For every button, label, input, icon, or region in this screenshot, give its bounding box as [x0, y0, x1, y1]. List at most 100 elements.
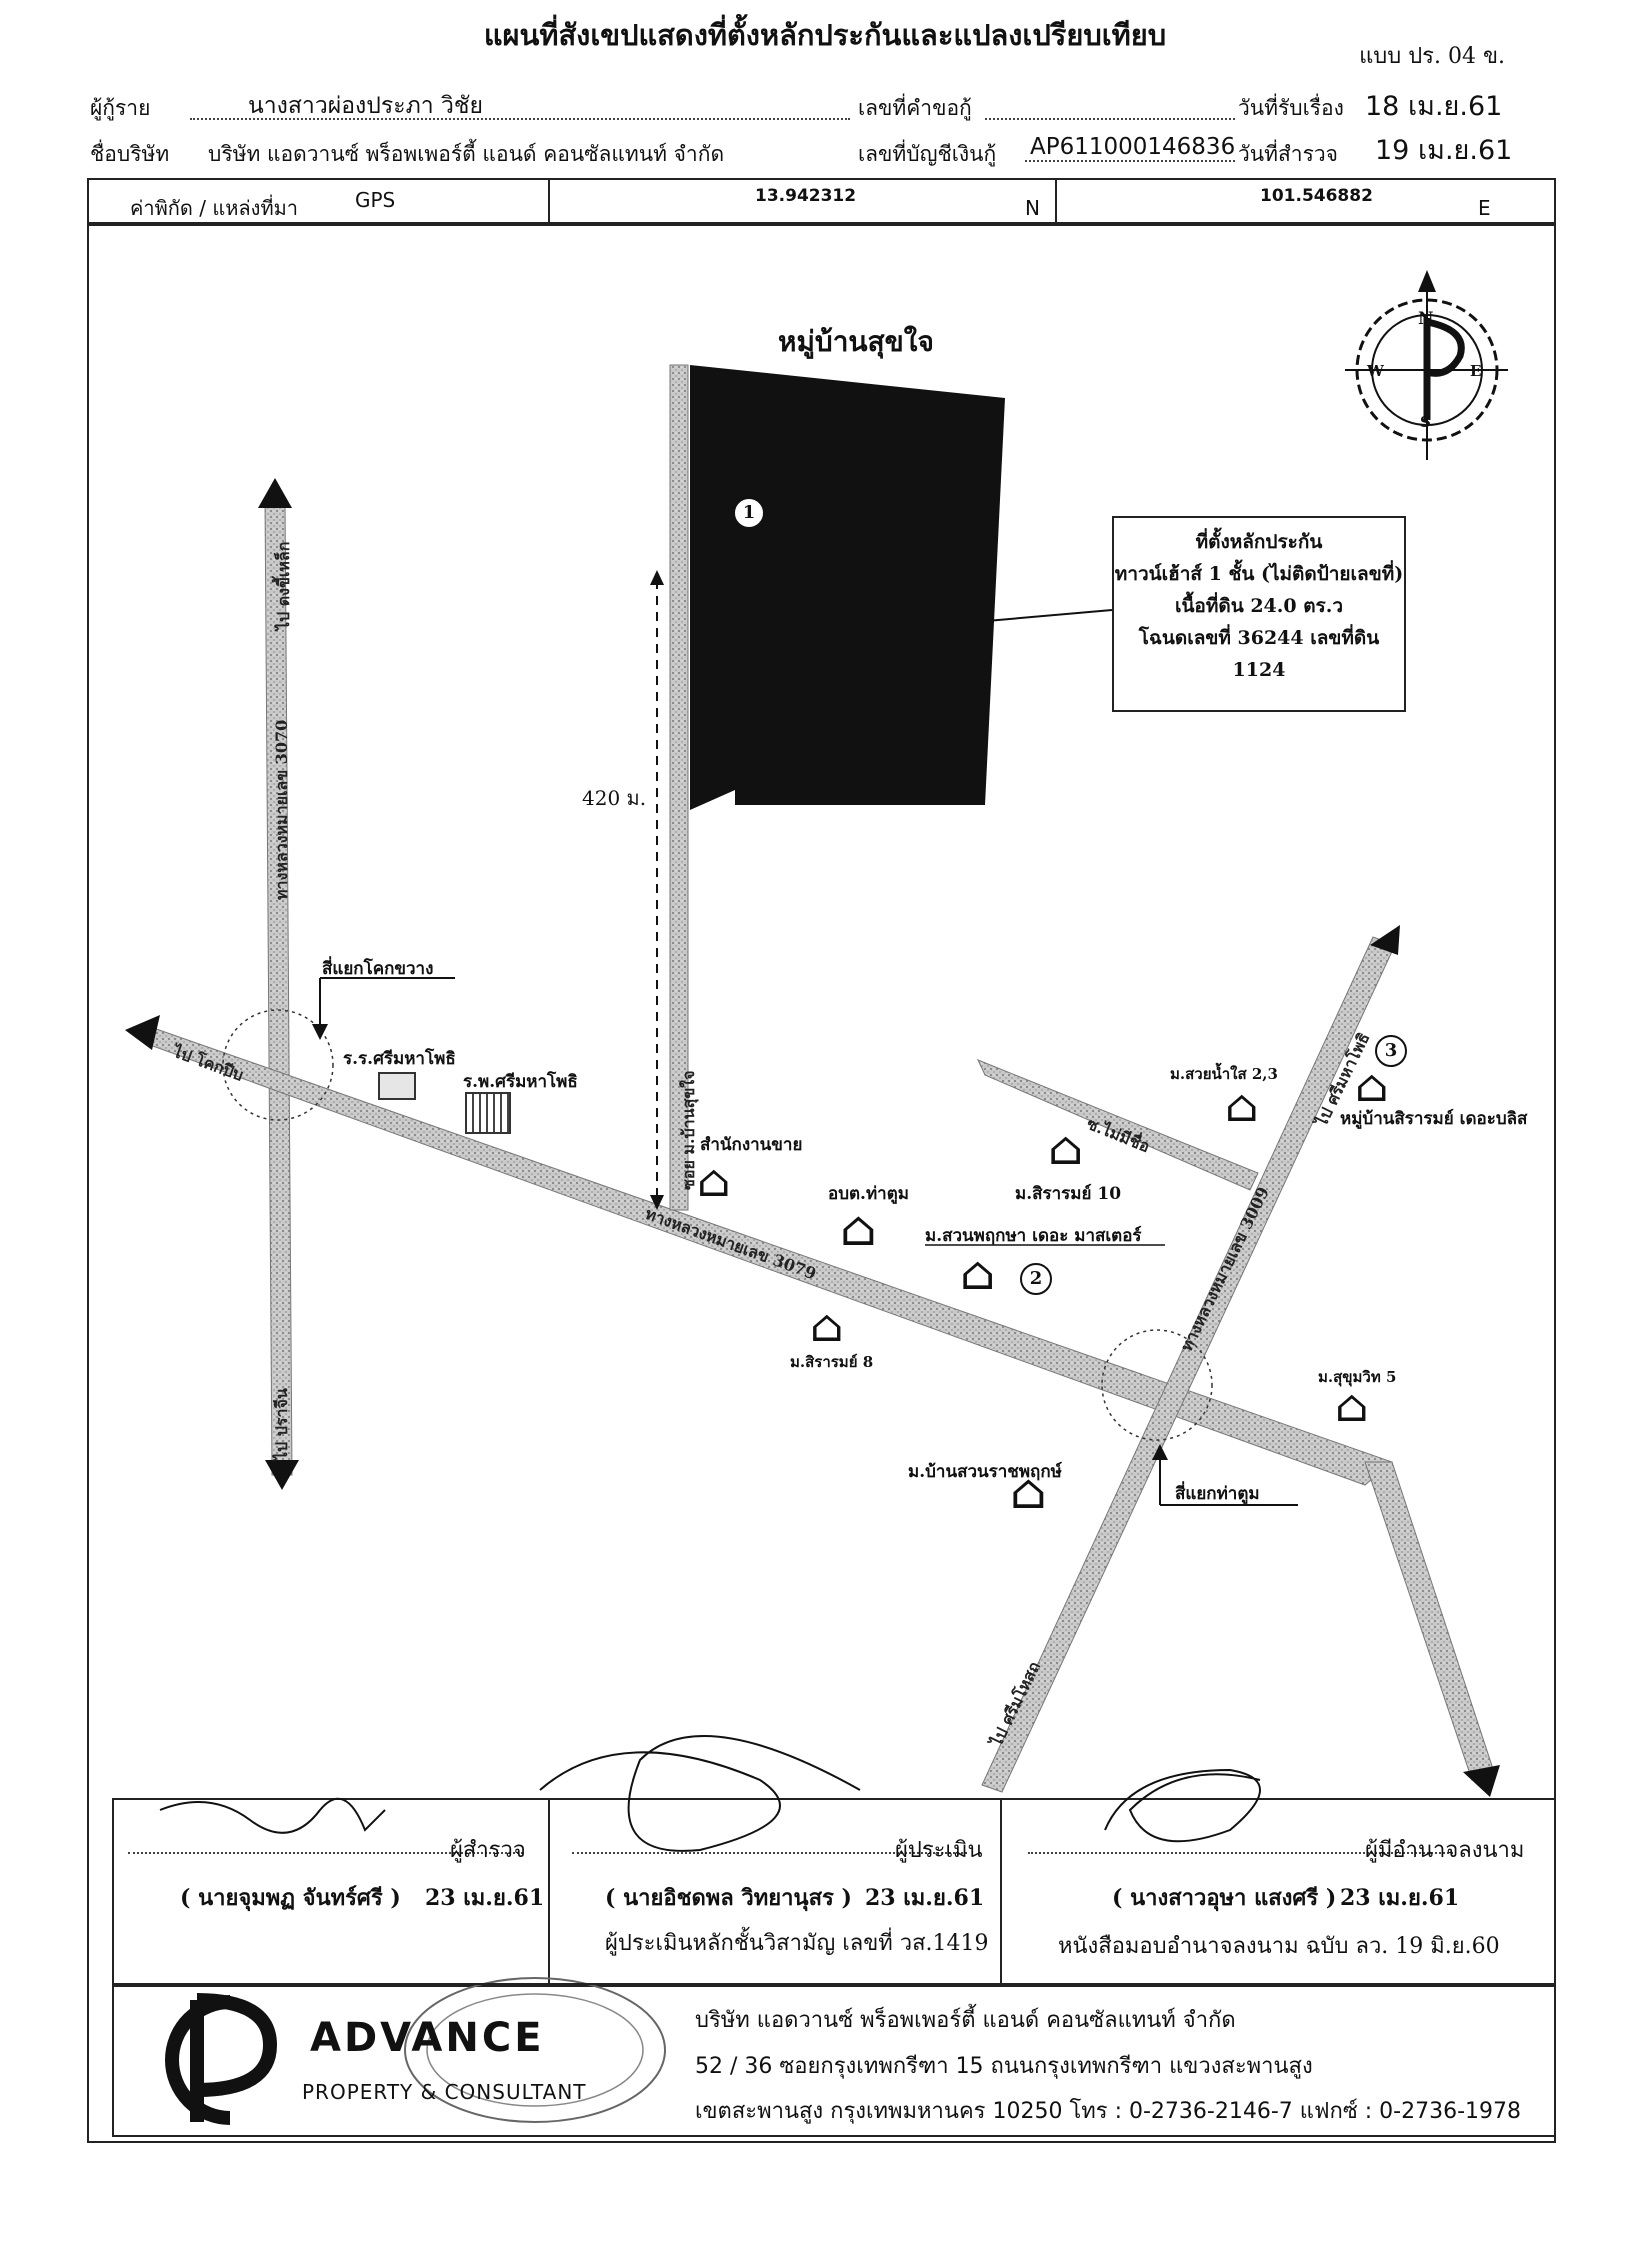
account-dotline: [1025, 160, 1235, 162]
marker-1: 1: [733, 497, 765, 529]
house-icon: ⌂: [1335, 1381, 1369, 1432]
road-soi-unnamed: [977, 1059, 1259, 1191]
house-icon: ⌂: [697, 1156, 731, 1207]
compass-rose: [1345, 270, 1508, 460]
company-value: บริษัท แอดวานซ์ พร็อพเพอร์ตี้ แอนด์ คอนซ…: [208, 142, 725, 166]
form-number: แบบ ปร. 04 ข.: [1359, 44, 1505, 69]
sig-divider: [548, 1798, 550, 1983]
survey-label: วันที่สำรวจ: [1238, 142, 1338, 166]
longitude-value: 101.546882: [1260, 186, 1373, 206]
marker-2: 2: [1020, 1263, 1052, 1295]
house-icon: ⌂: [1225, 1081, 1259, 1132]
authorized-role: ผู้มีอำนาจลงนาม: [1365, 1838, 1525, 1863]
callout-line-2: ทาวน์เฮ้าส์ 1 ชั้น (ไม่ติดป้ายเลขที่): [1114, 563, 1404, 585]
road-soi-sukjai: [669, 364, 689, 1211]
request-no-label: เลขที่คำขอกู้: [858, 96, 972, 120]
longitude-suffix: E: [1478, 196, 1491, 220]
road-arrow-west: [125, 1015, 160, 1050]
house-icon: ⌂: [1010, 1464, 1047, 1520]
compass-s: S: [1420, 413, 1431, 431]
authorized-date: 23 เม.ย.61: [1340, 1885, 1460, 1911]
label-village-sirarom10: ม.สิรารมย์ 10: [1015, 1184, 1122, 1204]
sig-divider: [1000, 1798, 1002, 1983]
label-village-sukhumvit5: ม.สุขุมวิท 5: [1318, 1368, 1397, 1386]
label-school: ร.ร.ศรีมหาโพธิ: [343, 1049, 456, 1069]
logo-text: ADVANCE: [310, 2015, 545, 2061]
road-arrow-southeast: [1463, 1765, 1500, 1797]
borrower-dotline: [190, 118, 850, 120]
received-date: 18 เม.ย.61: [1365, 91, 1503, 122]
footer-block: [112, 1983, 1556, 2137]
road-arrow-northeast: [1370, 925, 1400, 955]
latitude-value: 13.942312: [755, 186, 857, 206]
request-no-dotline: [985, 118, 1235, 120]
coordinate-source: GPS: [355, 188, 396, 212]
house-icon: ⌂: [810, 1301, 844, 1352]
authorized-signature: [1104, 1768, 1261, 1843]
surveyor-date: 23 เม.ย.61: [425, 1885, 545, 1911]
house-icon: ⌂: [1355, 1061, 1389, 1112]
callout-line-1: ที่ตั้งหลักประกัน: [1195, 531, 1323, 553]
footer-company: บริษัท แอดวานซ์ พร็อพเพอร์ตี้ แอนด์ คอนซ…: [695, 2008, 1236, 2033]
logo-subtext: PROPERTY & CONSULTANT: [302, 2080, 587, 2104]
compass-w: W: [1367, 362, 1384, 380]
distance-arrow-bottom: [650, 1195, 664, 1210]
intersection-circle-thatum: [1101, 1329, 1213, 1441]
label-intersection-west: สี่แยกโคกขวาง: [322, 959, 434, 979]
coord-divider: [1055, 178, 1057, 224]
appraiser-date: 23 เม.ย.61: [865, 1885, 985, 1911]
label-hospital: ร.พ.ศรีมหาโพธิ: [463, 1072, 578, 1092]
label-village-ratchaphruek: ม.บ้านสวนราชพฤกษ์: [908, 1462, 1062, 1482]
map-frame: [87, 222, 1556, 2143]
surveyor-signature: [159, 1797, 386, 1834]
distance-label: 420 ม.: [582, 786, 647, 810]
hospital-icon: [465, 1092, 511, 1134]
label-tambon-office: อบต.ท่าตูม: [828, 1184, 909, 1204]
survey-date: 19 เม.ย.61: [1375, 135, 1513, 166]
label-village-sirarom-bliss: หมู่บ้านสิรารมย์ เดอะบลิส: [1340, 1109, 1528, 1129]
borrower-value: นางสาวผ่องประภา วิชัย: [248, 93, 483, 119]
authorized-letter: หนังสือมอบอำนาจลงนาม ฉบับ ลว. 19 มิ.ย.60: [1058, 1934, 1500, 1959]
account-value: AP611000146836: [1030, 134, 1236, 160]
coordinate-row: [87, 178, 1556, 226]
school-icon: [378, 1072, 416, 1100]
received-label: วันที่รับเรื่อง: [1238, 96, 1344, 120]
footer-address-2: เขตสะพานสูง กรุงเทพมหานคร 10250 โทร : 0-…: [695, 2099, 1522, 2124]
subject-property: [690, 365, 1005, 810]
compass-n: N: [1418, 309, 1434, 329]
label-village-suan: ม.สวนพฤกษา เดอะ มาสเตอร์: [925, 1226, 1142, 1246]
borrower-label: ผู้กู้ราย: [90, 96, 151, 120]
house-icon: ⌂: [960, 1246, 996, 1300]
coordinate-label: ค่าพิกัด / แหล่งที่มา: [130, 196, 299, 220]
surveyor-sign-line: [128, 1832, 523, 1854]
company-stamp: [404, 1977, 666, 2123]
appraiser-license: ผู้ประเมินหลักชั้นวิสามัญ เลขที่ วส.1419: [605, 1931, 989, 1956]
appraiser-signature: [539, 1735, 861, 1852]
compass-e: E: [1470, 362, 1482, 380]
village-title: หมู่บ้านสุขใจ: [778, 325, 934, 358]
label-village-suay: ม.สวยน้ำใส 2,3: [1170, 1065, 1278, 1083]
label-sales-office: สำนักงานขาย: [700, 1135, 803, 1155]
surveyor-role: ผู้สำรวจ: [450, 1838, 526, 1863]
authorized-sign-line: [1028, 1832, 1453, 1854]
label-intersection-thatum: สี่แยกท่าตูม: [1175, 1484, 1260, 1504]
surveyor-name: ( นายจุมพฏ จันทร์ศรี ): [180, 1885, 401, 1911]
authorized-name: ( นางสาวอุษา แสงศรี ): [1112, 1885, 1337, 1911]
house-icon: ⌂: [840, 1201, 877, 1257]
coord-divider: [548, 178, 550, 224]
appraiser-name: ( นายอิชดพล วิทยานุสร ): [605, 1885, 852, 1911]
footer-address-1: 52 / 36 ซอยกรุงเทพกรีฑา 15 ถนนกรุงเทพกรี…: [695, 2054, 1313, 2079]
latitude-suffix: N: [1025, 196, 1040, 220]
page-title: แผนที่สังเขปแสดงที่ตั้งหลักประกันและแปลง…: [483, 18, 1167, 52]
distance-arrow-top: [650, 570, 664, 585]
callout-leader: [974, 609, 1113, 623]
callout-line-4: โฉนดเลขที่ 36244 เลขที่ดิน 1124: [1138, 627, 1380, 681]
road-arrow-north-west: [258, 478, 292, 508]
appraiser-role: ผู้ประเมิน: [895, 1838, 983, 1863]
appraiser-sign-line: [572, 1832, 967, 1854]
label-village-sirarom8: ม.สิรารมย์ 8: [790, 1353, 874, 1371]
account-label: เลขที่บัญชีเงินกู้: [858, 142, 997, 166]
marker-3: 3: [1375, 1035, 1407, 1067]
